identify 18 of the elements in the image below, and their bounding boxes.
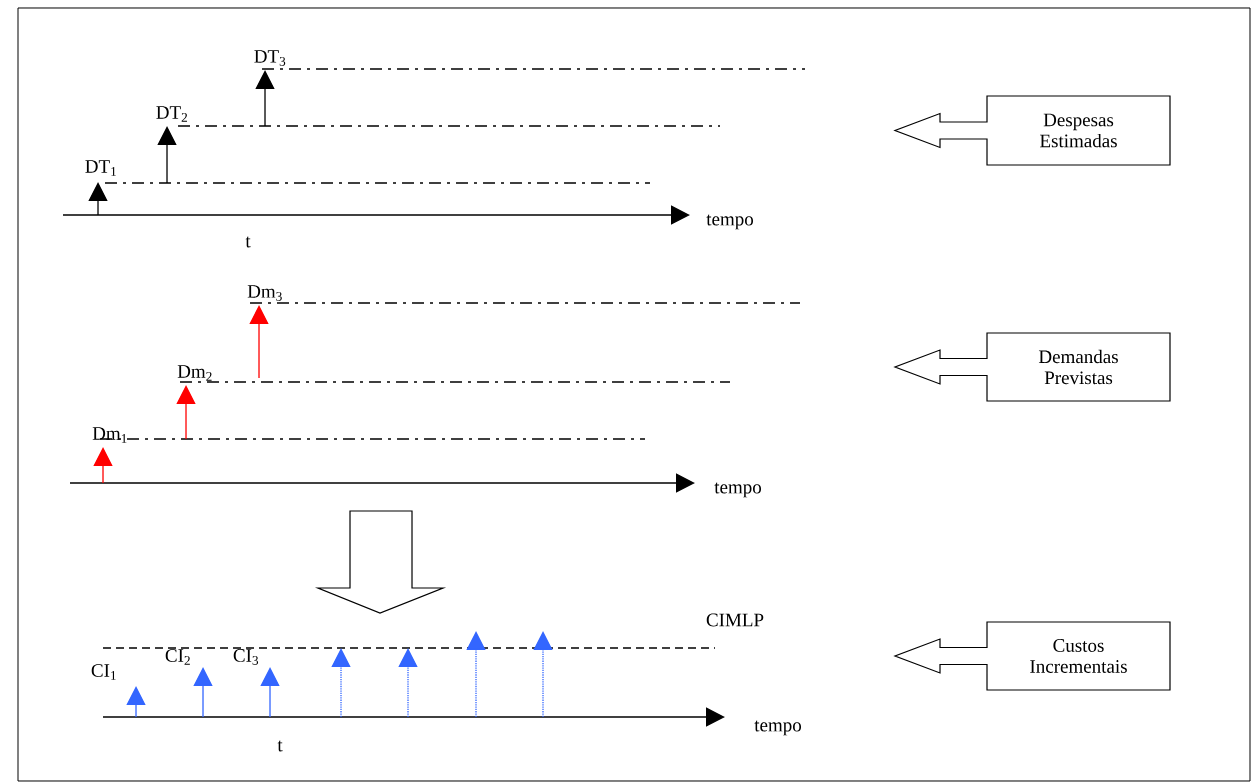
callout-box: Demandas Previstas: [893, 332, 1171, 402]
axis-label: DT$_{3}$: [254, 50, 286, 66]
axis-label: tempo: [706, 214, 754, 230]
axis-label: CIMLP: [706, 613, 764, 627]
axis-label: CI$_{1}$: [91, 664, 116, 680]
callout-box: Despesas Estimadas: [893, 95, 1171, 166]
axis-label: tempo: [714, 482, 762, 498]
axis-label: Dm$_{1}$: [92, 427, 127, 443]
axis-label: DT$_{2}$: [156, 106, 187, 122]
axis-label: t: [245, 236, 251, 248]
axis-label: tempo: [754, 720, 802, 736]
axis-label: CI$_{2}$: [165, 649, 190, 665]
axis-label: Dm$_{3}$: [247, 285, 282, 301]
axis-label: DT$_{1}$: [85, 160, 116, 176]
axis-label: t: [277, 740, 283, 752]
axis-label: Dm$_{2}$: [177, 365, 212, 381]
callout-box: Custos Incrementais: [893, 621, 1171, 691]
axis-label: CI$_{3}$: [233, 649, 259, 665]
